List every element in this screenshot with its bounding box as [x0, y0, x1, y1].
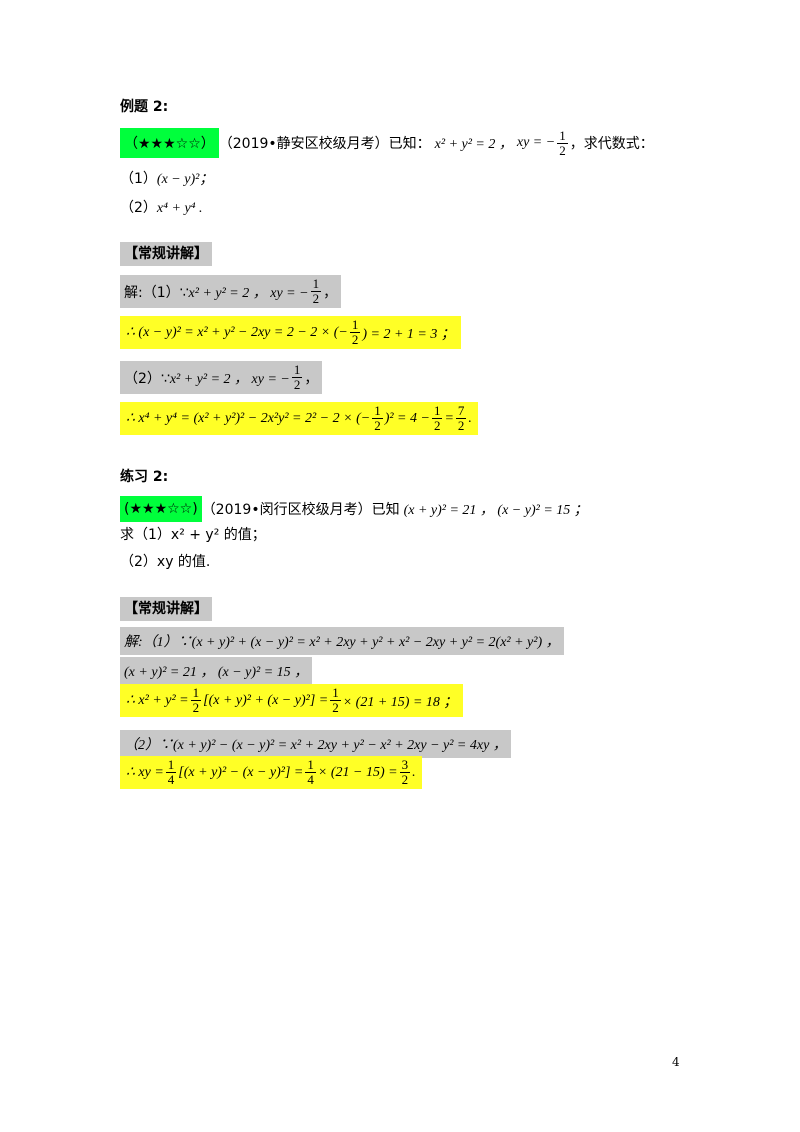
exercise-question-2: （2）xy 的值. — [120, 554, 211, 570]
exercise-question-1: 求（1）x² + y² 的值； — [120, 527, 266, 543]
given-a: x² + y² = 2 ， — [434, 137, 513, 152]
difficulty-stars: (★★★☆☆) — [120, 496, 202, 522]
solution-header: 【常规讲解】 — [120, 242, 212, 266]
example-source: （2019•静安区校级月考）已知： — [218, 136, 431, 152]
exercise-given-line: (★★★☆☆) （2019•闵行区校级月考）已知 (x + y)² = 21 ，… — [120, 496, 588, 522]
exercise-heading: 练习 2: — [120, 469, 169, 485]
example-heading: 例题 2: — [120, 99, 169, 115]
exercise-solution-line-2: (x + y)² = 21 ， (x − y)² = 15 ， — [120, 657, 313, 685]
question-1: （1）(x − y)²； — [120, 171, 214, 187]
solution-line-2: ∴ (x − y)² = x² + y² − 2xy = 2 − 2 × (− … — [120, 316, 461, 349]
page-number: 4 — [672, 1055, 680, 1069]
exercise-solution-header: 【常规讲解】 — [120, 597, 212, 621]
given-tail: ，求代数式： — [569, 136, 654, 152]
given-b: xy = − — [516, 135, 556, 150]
exercise-solution-line-4: （2）∵(x + y)² − (x − y)² = x² + 2xy + y² … — [120, 730, 511, 758]
exercise-solution-line-1: 解:（1）∵(x + y)² + (x − y)² = x² + 2xy + y… — [120, 627, 564, 655]
solution-line-4: ∴ x⁴ + y⁴ = (x² + y²)² − 2x²y² = 2² − 2 … — [120, 402, 478, 435]
question-2: （2）x⁴ + y⁴ . — [120, 200, 203, 216]
difficulty-stars: （★★★☆☆） — [120, 128, 219, 158]
example-given-line: （★★★☆☆） （2019•静安区校级月考）已知： x² + y² = 2 ， … — [120, 128, 654, 158]
